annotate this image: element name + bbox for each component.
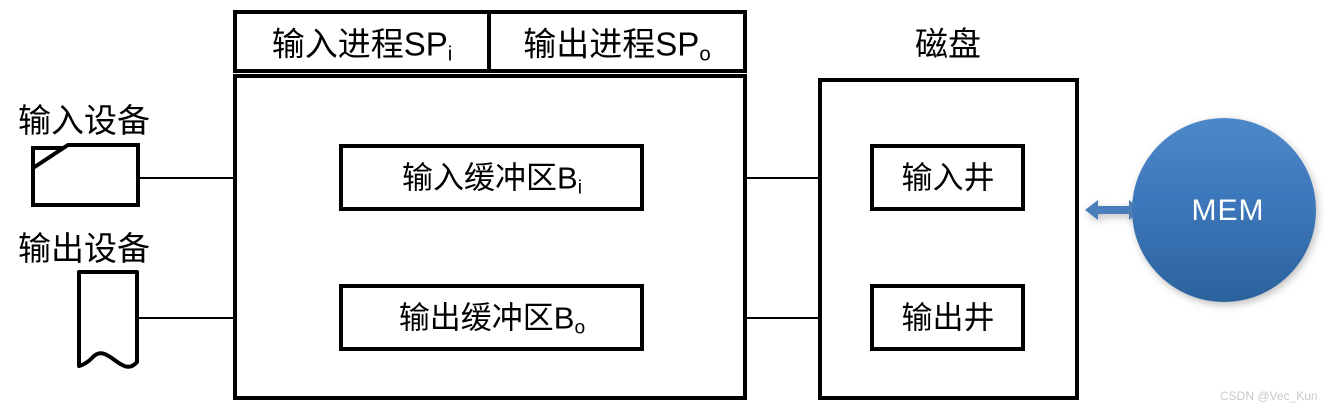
input-buffer-subscript: i (577, 177, 582, 199)
output-buffer-label: 输出缓冲区Bo (398, 300, 586, 339)
output-well-box (870, 284, 1025, 351)
memory-node (1132, 118, 1316, 302)
output-well-label: 输出井 (901, 300, 995, 336)
disk-title-label: 磁盘 (915, 25, 981, 63)
input-well-box (870, 144, 1025, 211)
output-buffer-subscript: o (574, 317, 586, 339)
output-buffer-box (339, 284, 644, 351)
input-device-card-icon (31, 143, 140, 207)
input-buffer-box (339, 144, 644, 211)
sp-input-label: 输入进程SPi (271, 25, 453, 66)
input-well-label: 输入井 (901, 160, 995, 196)
output-device-document-icon (77, 270, 139, 369)
sp-output-label: 输出进程SPo (523, 25, 711, 66)
memory-circle (1132, 118, 1316, 302)
memory-double-arrow-icon (1085, 200, 1142, 220)
watermark: CSDN @Vec_Kun (1220, 389, 1318, 403)
sp-input-subscript: i (447, 42, 453, 66)
output-device-label: 输出设备 (18, 230, 150, 267)
input-device-label: 输入设备 (18, 102, 150, 139)
input-buffer-label: 输入缓冲区Bi (402, 160, 582, 199)
sp-output-subscript: o (699, 42, 711, 66)
memory-label: MEM (1191, 194, 1265, 227)
